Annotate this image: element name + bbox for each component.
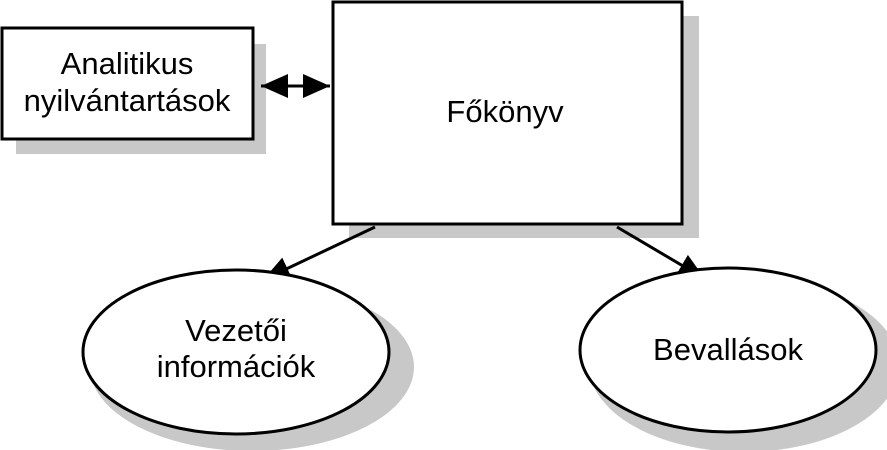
main-ledger-label: Főkönyv — [446, 94, 564, 129]
returns-ellipse — [578, 266, 878, 434]
subsidiary-box — [0, 26, 255, 141]
management-node: Vezetői információk — [81, 268, 391, 436]
subsidiary-node: Analitikus nyilvántartások — [0, 26, 255, 141]
management-label-line2: információk — [157, 349, 316, 384]
returns-label: Bevallások — [653, 332, 803, 367]
subsidiary-label-line2: nyilvántartások — [24, 83, 231, 118]
main-ledger-node: Főkönyv — [331, 0, 684, 226]
returns-node: Bevallások — [578, 266, 878, 434]
subsidiary-label-line1: Analitikus — [61, 46, 194, 81]
main-ledger-box — [331, 0, 684, 226]
management-ellipse — [81, 268, 391, 436]
ledger-to-management-arrow — [262, 225, 376, 282]
management-label-line1: Vezetői — [185, 313, 287, 348]
